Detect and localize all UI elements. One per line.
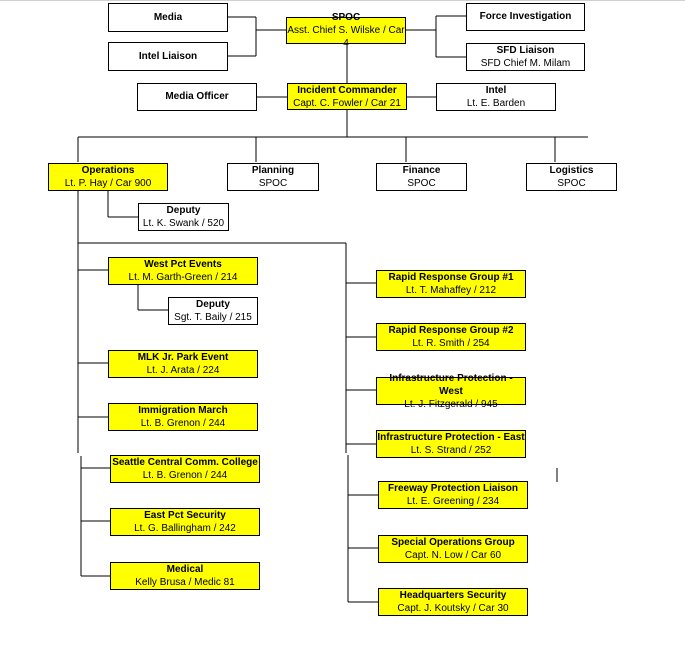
unit-title: Freeway Protection Liaison <box>387 483 519 494</box>
unit-title: Medical <box>166 564 204 575</box>
freeway-protection-box: Freeway Protection Liaison Lt. E. Greeni… <box>378 481 528 508</box>
logistics-box: Logistics SPOC <box>526 163 617 190</box>
planning-subtitle: SPOC <box>258 178 288 189</box>
unit-title: MLK Jr. Park Event <box>137 352 229 363</box>
media-title: Media <box>153 11 183 23</box>
unit-title: Infrastructure Protection - West <box>389 372 513 397</box>
planning-box: Planning SPOC <box>227 163 319 190</box>
operations-subtitle: Lt. P. Hay / Car 900 <box>64 178 152 189</box>
unit-title: Seattle Central Comm. College <box>112 457 258 468</box>
operations-deputy-box: Deputy Lt. K. Swank / 520 <box>138 203 229 230</box>
operations-title: Operations <box>81 165 135 176</box>
unit-subtitle: Lt. E. Greening / 234 <box>406 496 500 507</box>
east-pct-security-box: East Pct Security Lt. G. Ballingham / 24… <box>110 508 260 535</box>
intel-liaison-title: Intel Liaison <box>138 50 198 62</box>
unit-subtitle: Capt. N. Low / Car 60 <box>404 550 502 561</box>
finance-subtitle: SPOC <box>407 178 436 189</box>
unit-title: Rapid Response Group #1 <box>388 272 514 283</box>
unit-subtitle: Lt. T. Mahaffey / 212 <box>405 285 497 296</box>
finance-title: Finance <box>402 165 441 176</box>
incident-commander-subtitle: Capt. C. Fowler / Car 21 <box>293 97 401 109</box>
force-investigation-box: Force Investigation <box>466 3 585 30</box>
infrastructure-east-box: Infrastructure Protection - East Lt. S. … <box>376 430 526 457</box>
spoc-box: SPOC Asst. Chief S. Wilske / Car 4 <box>286 12 406 49</box>
media-box: Media <box>108 3 228 31</box>
west-pct-deputy-subtitle: Sgt. T. Baily / 215 <box>174 312 252 323</box>
west-pct-deputy-title: Deputy <box>196 299 230 310</box>
unit-title: Headquarters Security <box>399 590 507 601</box>
west-pct-events-box: West Pct Events Lt. M. Garth-Green / 214 <box>108 257 258 284</box>
special-operations-box: Special Operations Group Capt. N. Low / … <box>378 535 528 562</box>
operations-deputy-title: Deputy <box>166 205 201 216</box>
intel-liaison-box: Intel Liaison <box>108 42 228 70</box>
logistics-subtitle: SPOC <box>557 178 586 189</box>
sfd-liaison-subtitle: SFD Chief M. Milam <box>480 58 571 69</box>
rapid-response-group-1-box: Rapid Response Group #1 Lt. T. Mahaffey … <box>376 270 526 297</box>
unit-title: Immigration March <box>138 405 228 416</box>
medical-box: Medical Kelly Brusa / Medic 81 <box>110 562 260 589</box>
unit-subtitle: Capt. J. Koutsky / Car 30 <box>397 603 509 614</box>
operations-box: Operations Lt. P. Hay / Car 900 <box>48 163 168 191</box>
unit-title: East Pct Security <box>144 510 226 521</box>
infrastructure-west-box: Infrastructure Protection - West Lt. J. … <box>376 373 526 410</box>
unit-subtitle: Lt. B. Grenon / 244 <box>140 418 226 429</box>
unit-subtitle: Lt. R. Smith / 254 <box>412 338 490 349</box>
planning-title: Planning <box>251 165 295 176</box>
spoc-subtitle: Asst. Chief S. Wilske / Car 4 <box>287 25 405 49</box>
mlk-park-event-box: MLK Jr. Park Event Lt. J. Arata / 224 <box>108 350 258 377</box>
intel-title: Intel <box>485 85 507 96</box>
unit-subtitle: Lt. G. Ballingham / 242 <box>134 523 236 534</box>
unit-subtitle: Lt. J. Arata / 224 <box>146 365 220 376</box>
seattle-central-college-box: Seattle Central Comm. College Lt. B. Gre… <box>110 455 260 482</box>
immigration-march-box: Immigration March Lt. B. Grenon / 244 <box>108 403 258 430</box>
page-top-border <box>0 0 685 1</box>
unit-title: West Pct Events <box>144 259 222 270</box>
intel-subtitle: Lt. E. Barden <box>466 98 526 109</box>
media-officer-box: Media Officer <box>137 83 257 110</box>
unit-subtitle: Lt. B. Grenon / 244 <box>142 470 228 481</box>
sfd-liaison-title: SFD Liaison <box>496 45 555 56</box>
logistics-title: Logistics <box>549 165 594 176</box>
unit-title: Rapid Response Group #2 <box>388 325 514 336</box>
media-officer-title: Media Officer <box>165 91 229 102</box>
force-investigation-title: Force Investigation <box>479 11 572 22</box>
unit-subtitle: Lt. M. Garth-Green / 214 <box>128 272 238 283</box>
unit-subtitle: Lt. S. Strand / 252 <box>410 445 492 456</box>
operations-deputy-subtitle: Lt. K. Swank / 520 <box>142 218 225 229</box>
incident-commander-title: Incident Commander <box>297 84 397 96</box>
unit-subtitle: Lt. J. Fitzgerald / 945 <box>404 398 498 410</box>
incident-commander-box: Incident Commander Capt. C. Fowler / Car… <box>287 83 407 110</box>
sfd-liaison-box: SFD Liaison SFD Chief M. Milam <box>466 43 585 70</box>
headquarters-security-box: Headquarters Security Capt. J. Koutsky /… <box>378 588 528 615</box>
west-pct-deputy-box: Deputy Sgt. T. Baily / 215 <box>168 297 258 324</box>
intel-box: Intel Lt. E. Barden <box>436 83 556 110</box>
spoc-title: SPOC <box>331 12 361 23</box>
rapid-response-group-2-box: Rapid Response Group #2 Lt. R. Smith / 2… <box>376 323 526 350</box>
unit-title: Special Operations Group <box>391 537 515 548</box>
finance-box: Finance SPOC <box>376 163 467 190</box>
unit-title: Infrastructure Protection - East <box>377 432 525 443</box>
unit-subtitle: Kelly Brusa / Medic 81 <box>135 577 235 588</box>
